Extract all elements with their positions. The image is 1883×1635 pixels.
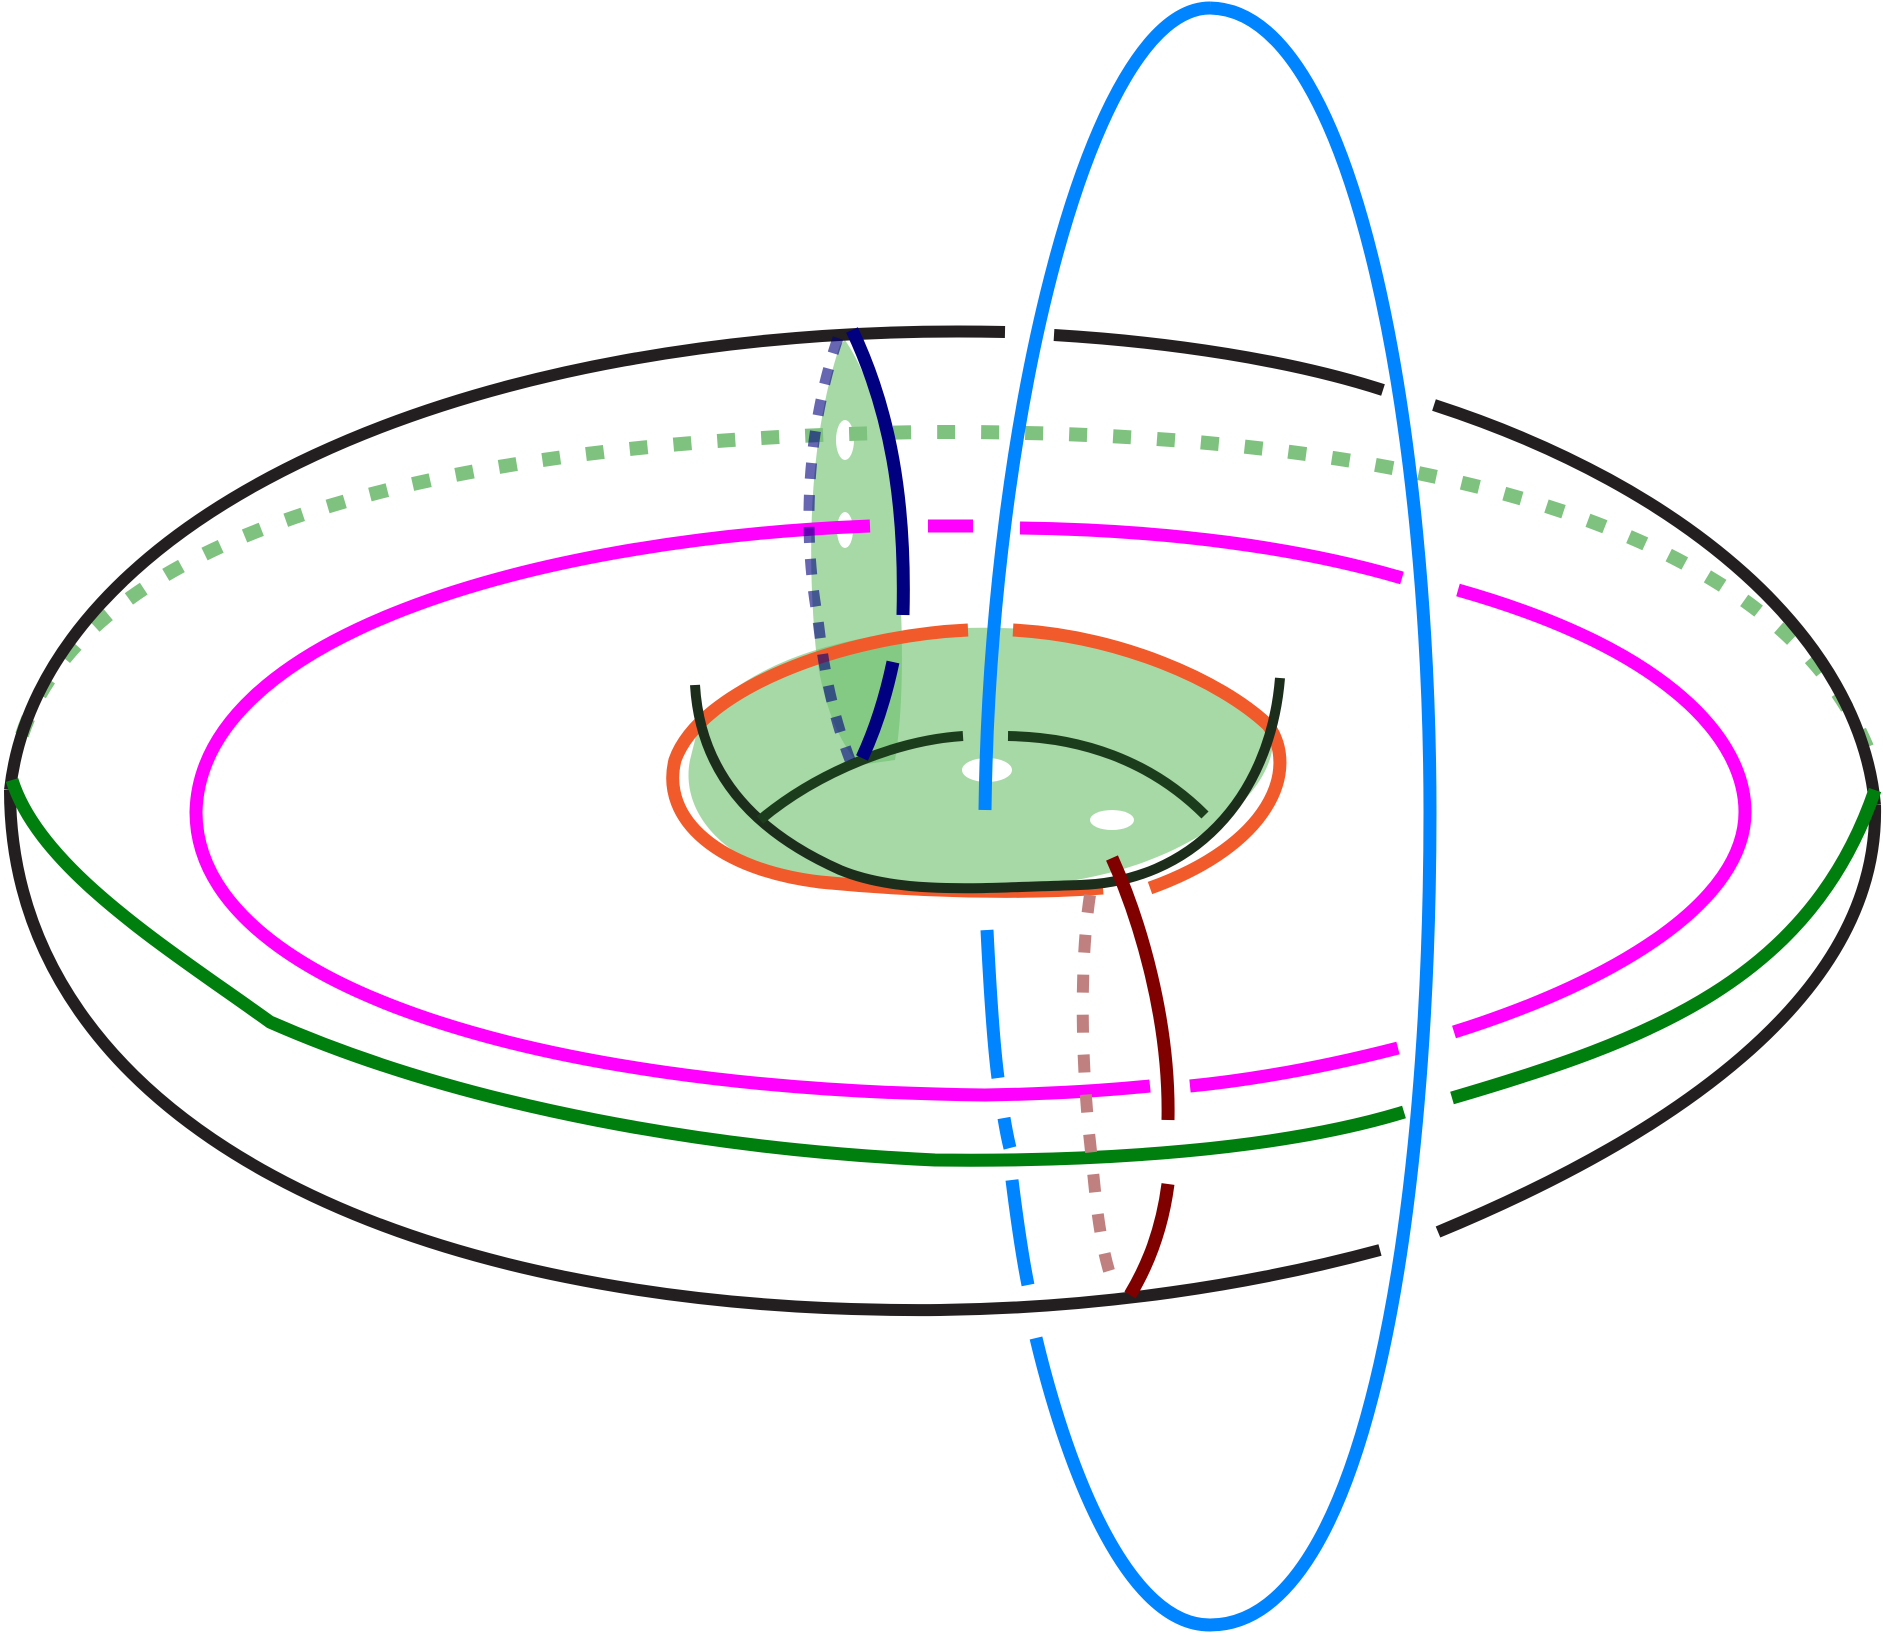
black-arc-left <box>690 677 1285 894</box>
navy-front <box>846 327 910 616</box>
disc-hole-2 <box>1090 810 1134 830</box>
vertical-meridian-loop <box>978 1 1437 1632</box>
green-longitude-curve <box>5 778 1882 1167</box>
dark-red-front <box>1106 855 1175 1121</box>
dark-green-arc-right <box>1007 731 1209 819</box>
magenta-right <box>1452 583 1752 1039</box>
green-curve-right <box>1450 787 1882 1105</box>
blue-right-half <box>1029 1 1437 1632</box>
outer-torus-outline <box>4 325 1882 1317</box>
torus-top-right <box>1432 399 1881 806</box>
inner-magenta-loop <box>189 519 1752 1102</box>
dark-red-arc <box>1076 855 1175 1299</box>
magenta-bottom-right <box>1189 1041 1400 1093</box>
torus-bottom-mid <box>4 789 1382 1317</box>
dark-green-arc <box>756 731 964 824</box>
torus-top-left <box>4 325 1006 791</box>
blue-left-mid <box>980 929 1005 1079</box>
green-curve-left <box>5 778 1406 1167</box>
navy-dotted-back <box>803 336 856 762</box>
torus-right-lower <box>1435 804 1882 1238</box>
blue-left-upper <box>978 1 1211 811</box>
orange-top-right <box>1012 623 1273 730</box>
navy-lower <box>856 660 900 761</box>
orange-right <box>1147 721 1287 895</box>
blue-left-lower <box>997 1116 1017 1150</box>
hole-arcs <box>690 677 1285 894</box>
magenta-left <box>189 519 1151 1102</box>
torus-top-mid <box>1053 329 1385 396</box>
navy-arc <box>803 327 910 762</box>
magenta-top-right <box>1019 521 1404 585</box>
dark-red-lower <box>1124 1183 1175 1299</box>
blue-left-bottom <box>1005 1179 1035 1287</box>
